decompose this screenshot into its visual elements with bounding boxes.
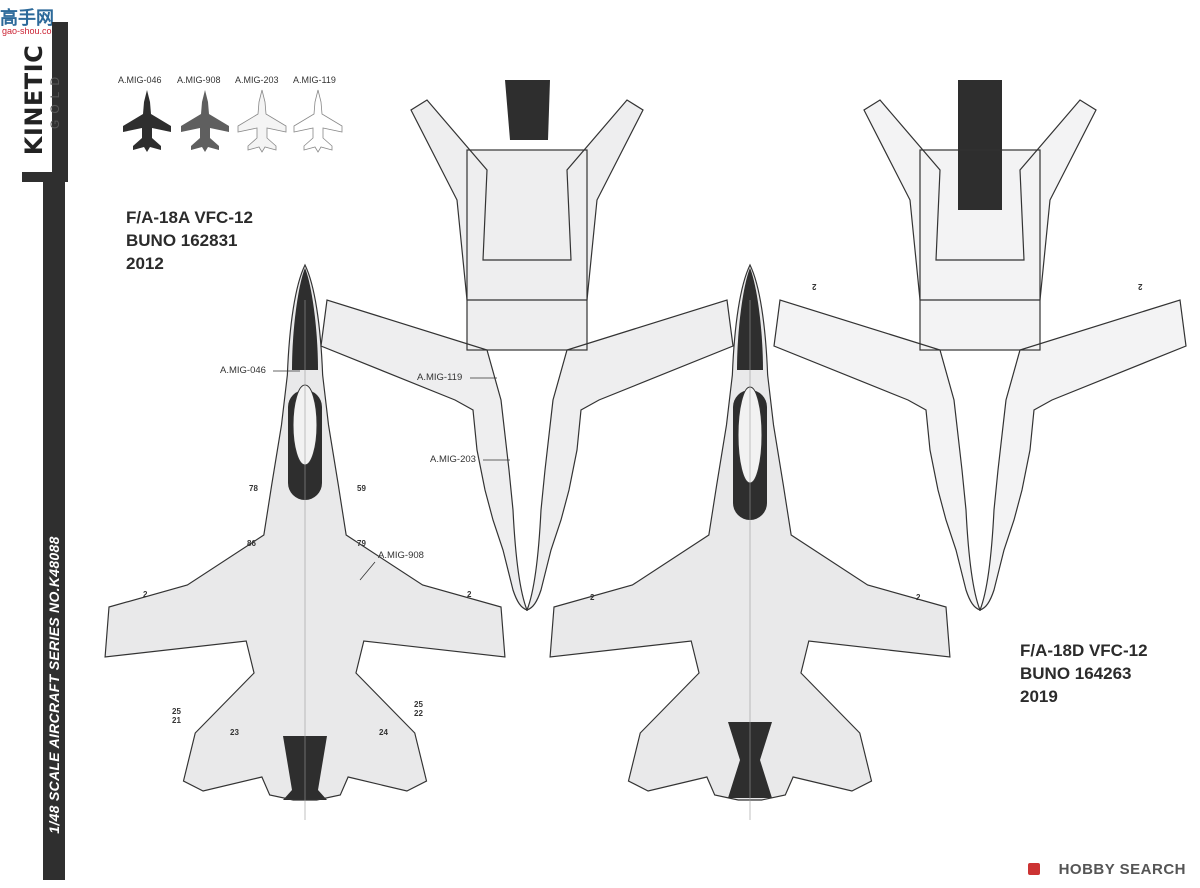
decal-number: 25	[172, 707, 181, 716]
callout-mig203: A.MIG-203	[430, 454, 476, 465]
decal-number: 2	[812, 282, 817, 291]
side-spine	[43, 180, 65, 880]
fa18a-bottom-view	[320, 80, 734, 611]
decal-number: 2	[143, 590, 148, 599]
decal-number: 2	[916, 593, 921, 602]
decal-number: 2	[590, 593, 595, 602]
title-d-line2: BUNO 164263	[1020, 664, 1132, 683]
decal-number: 2	[467, 590, 472, 599]
swatch-label-mig908: A.MIG-908	[177, 75, 221, 85]
decal-number: 59	[357, 484, 366, 493]
swatch-label-mig203: A.MIG-203	[235, 75, 279, 85]
swatch-label-mig119: A.MIG-119	[293, 75, 336, 85]
swatch-icon-mig203	[237, 89, 287, 153]
hobby-search-icon	[1028, 863, 1040, 875]
callout-mig046: A.MIG-046	[220, 365, 266, 376]
callout-mig119: A.MIG-119	[417, 372, 463, 383]
kinetic-logo	[22, 22, 68, 182]
title-a-line2: BUNO 162831	[126, 231, 238, 250]
swatch-label-mig046: A.MIG-046	[118, 75, 162, 85]
watermark-logo: 高手网	[0, 8, 54, 29]
title-d-line1: F/A-18D VFC-12	[1020, 641, 1148, 660]
title-a-line3: 2012	[126, 254, 164, 273]
decal-number: 86	[247, 539, 256, 548]
callout-lines	[273, 370, 510, 581]
decal-number: 78	[249, 484, 258, 493]
decal-number: 22	[414, 709, 423, 718]
callout-mig908: A.MIG-908	[378, 550, 424, 561]
decal-number: 24	[379, 728, 388, 737]
swatch-icon-mig046	[123, 90, 171, 152]
swatch-icon-mig908	[181, 90, 229, 152]
hobby-search-credit: HOBBY SEARCH	[1058, 861, 1186, 878]
decal-number: 25	[414, 700, 423, 709]
decal-number: 23	[230, 728, 239, 737]
decal-number: 79	[357, 539, 366, 548]
decal-number: 2	[1138, 282, 1143, 291]
fa18d-bottom-view	[773, 80, 1187, 611]
decal-number: 21	[172, 716, 181, 725]
watermark-url: gao-shou.com	[2, 26, 60, 36]
title-a-line1: F/A-18A VFC-12	[126, 208, 253, 227]
title-d-line3: 2019	[1020, 687, 1058, 706]
swatch-icon-mig119	[293, 89, 343, 153]
